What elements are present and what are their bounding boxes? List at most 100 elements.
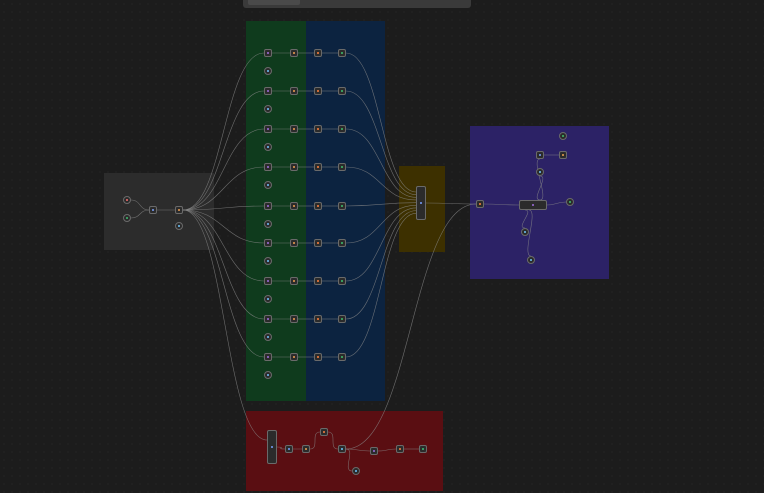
row-agent-node[interactable] — [264, 87, 272, 95]
connection-wire — [130, 199, 150, 211]
final-tool-node[interactable] — [566, 198, 574, 206]
connection-wire — [182, 209, 265, 244]
row-tool-node[interactable] — [338, 87, 346, 95]
final-code-node[interactable] — [476, 200, 484, 208]
row-tool-node[interactable] — [338, 353, 346, 361]
row-code-node[interactable] — [314, 277, 322, 285]
error-node-d[interactable] — [338, 445, 346, 453]
row-code-node[interactable] — [314, 239, 322, 247]
row-model-node[interactable] — [264, 105, 272, 113]
toolbar-button[interactable] — [248, 0, 300, 5]
row-agent-node[interactable] — [264, 163, 272, 171]
row-code-node[interactable] — [314, 315, 322, 323]
connection-wire — [309, 431, 321, 450]
chat-trigger-node[interactable] — [123, 214, 131, 222]
connection-wire — [182, 166, 265, 211]
canvas-toolbar — [243, 0, 471, 8]
connection-wire — [527, 209, 533, 257]
final-http-top-node[interactable] — [559, 132, 567, 140]
error-node-f[interactable] — [396, 445, 404, 453]
connection-wire — [130, 209, 150, 219]
final-output-node[interactable] — [536, 168, 544, 176]
row-tool-node[interactable] — [338, 315, 346, 323]
connection-wire — [345, 52, 417, 193]
row-agent-node[interactable] — [264, 353, 272, 361]
final-merge-node[interactable] — [536, 151, 544, 159]
final-model-node[interactable] — [521, 228, 529, 236]
row-code-node[interactable] — [314, 125, 322, 133]
row-model-node[interactable] — [264, 295, 272, 303]
row-agent-node[interactable] — [264, 315, 272, 323]
row-edit-node[interactable] — [290, 353, 298, 361]
row-edit-node[interactable] — [290, 202, 298, 210]
connection-wire — [345, 205, 417, 244]
connection-wire — [182, 90, 265, 211]
trigger-set-node[interactable] — [175, 206, 183, 214]
connection-wire — [425, 202, 477, 205]
row-edit-node[interactable] — [290, 239, 298, 247]
final-memory-node[interactable] — [527, 256, 535, 264]
error-node-g[interactable] — [419, 445, 427, 453]
row-code-node[interactable] — [314, 353, 322, 361]
trigger-merge-node[interactable] — [149, 206, 157, 214]
row-agent-node[interactable] — [264, 125, 272, 133]
row-model-node[interactable] — [264, 371, 272, 379]
connection-wire — [345, 128, 417, 198]
error-merge-node[interactable] — [267, 430, 277, 464]
row-tool-node[interactable] — [338, 202, 346, 210]
connection-wire — [182, 209, 265, 320]
connection-wire — [345, 448, 353, 472]
connection-wire — [345, 212, 417, 358]
row-agent-node[interactable] — [264, 49, 272, 57]
row-code-node[interactable] — [314, 87, 322, 95]
sticky-agents[interactable] — [246, 21, 306, 401]
row-tool-node[interactable] — [338, 125, 346, 133]
connection-wire — [345, 166, 417, 201]
final-set-node[interactable] — [559, 151, 567, 159]
error-node-a[interactable] — [285, 445, 293, 453]
sticky-processing[interactable] — [306, 21, 385, 401]
connection-wire — [182, 209, 265, 358]
row-model-node[interactable] — [264, 220, 272, 228]
error-node-h[interactable] — [352, 467, 360, 475]
connection-wire — [483, 203, 520, 206]
connection-wire — [345, 202, 417, 207]
row-edit-node[interactable] — [290, 163, 298, 171]
error-node-e[interactable] — [370, 447, 378, 455]
row-edit-node[interactable] — [290, 49, 298, 57]
row-edit-node[interactable] — [290, 315, 298, 323]
row-model-node[interactable] — [264, 181, 272, 189]
connection-wire — [546, 201, 567, 206]
connection-wire — [276, 446, 286, 450]
trigger-http-node[interactable] — [175, 222, 183, 230]
row-tool-node[interactable] — [338, 277, 346, 285]
row-agent-node[interactable] — [264, 277, 272, 285]
row-edit-node[interactable] — [290, 125, 298, 133]
connection-wire — [345, 90, 417, 195]
row-code-node[interactable] — [314, 163, 322, 171]
error-node-c[interactable] — [320, 428, 328, 436]
row-edit-node[interactable] — [290, 87, 298, 95]
connection-wire — [182, 209, 265, 282]
connection-wire — [345, 207, 417, 282]
row-code-node[interactable] — [314, 202, 322, 210]
row-model-node[interactable] — [264, 143, 272, 151]
row-model-node[interactable] — [264, 67, 272, 75]
row-tool-node[interactable] — [338, 49, 346, 57]
row-agent-node[interactable] — [264, 202, 272, 210]
row-edit-node[interactable] — [290, 277, 298, 285]
connection-wire — [345, 448, 371, 452]
connection-wire — [536, 158, 544, 201]
row-model-node[interactable] — [264, 333, 272, 341]
final-agent-node[interactable] — [519, 200, 547, 210]
row-tool-node[interactable] — [338, 163, 346, 171]
merge-all-node[interactable] — [416, 186, 426, 220]
row-code-node[interactable] — [314, 49, 322, 57]
row-model-node[interactable] — [264, 257, 272, 265]
row-tool-node[interactable] — [338, 239, 346, 247]
manual-trigger-node[interactable] — [123, 196, 131, 204]
error-node-b[interactable] — [302, 445, 310, 453]
connection-wire — [182, 209, 268, 441]
row-agent-node[interactable] — [264, 239, 272, 247]
